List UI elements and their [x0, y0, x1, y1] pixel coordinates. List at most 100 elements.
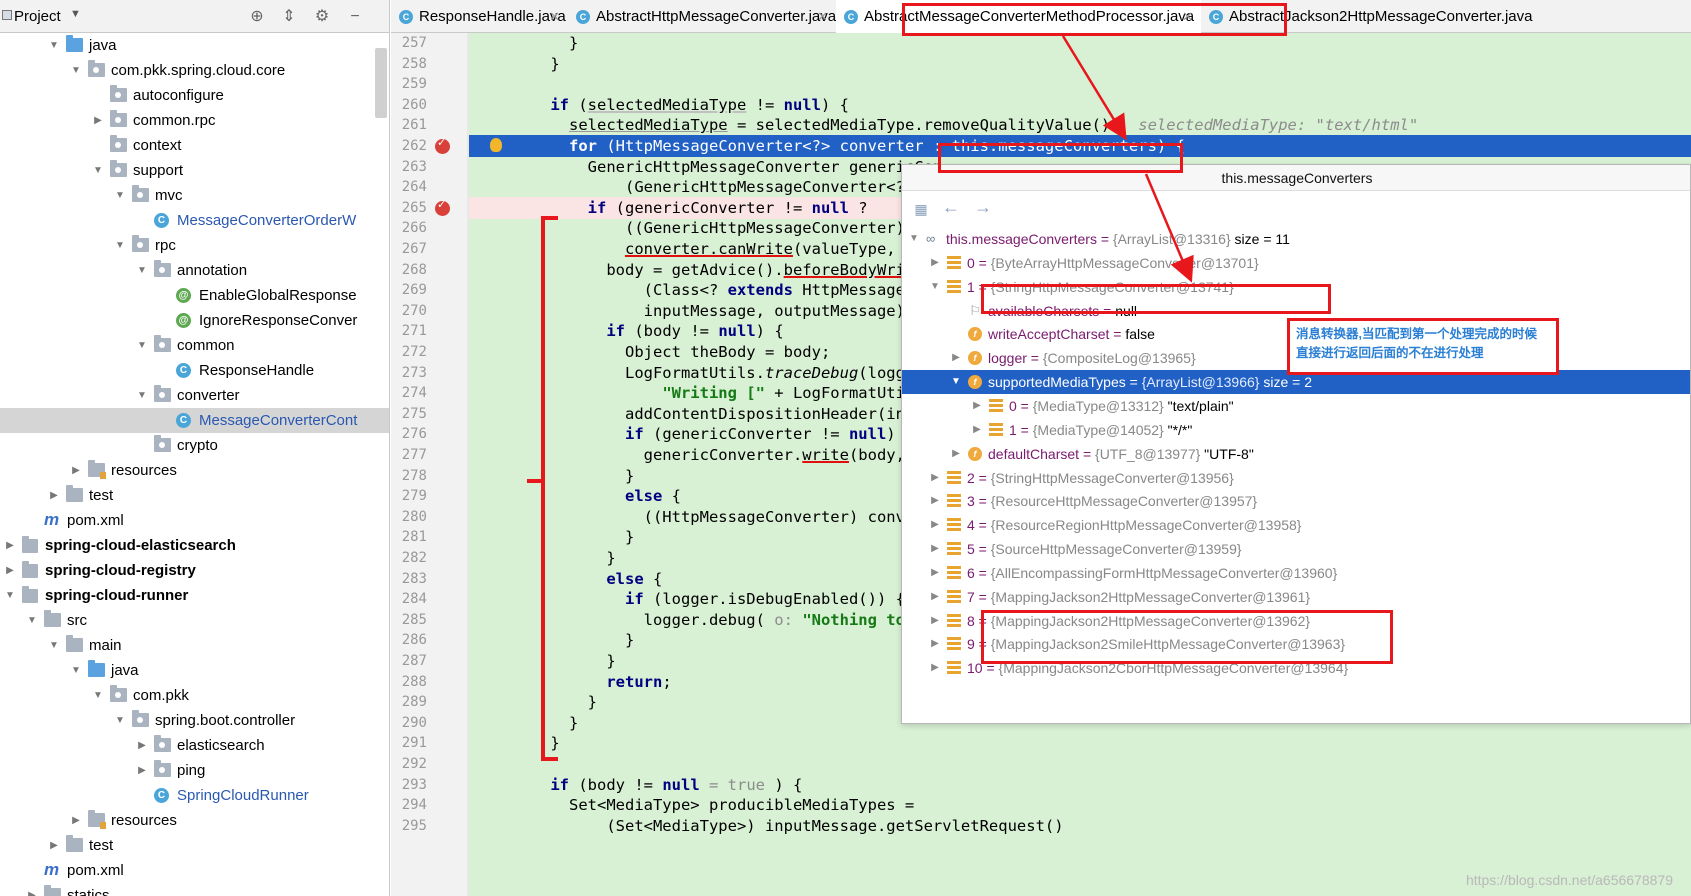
expand-open-icon[interactable]: ▼: [115, 190, 125, 201]
code-line[interactable]: (Set<MediaType>) inputMessage.getServlet…: [469, 815, 1691, 837]
expand-closed-icon[interactable]: ▶: [931, 590, 939, 602]
tree-item[interactable]: @IgnoreResponseConver: [0, 308, 389, 333]
expand-open-icon[interactable]: ▼: [27, 615, 37, 626]
code-line[interactable]: }: [469, 53, 1691, 75]
expand-closed-icon[interactable]: ▶: [952, 352, 960, 364]
expand-open-icon[interactable]: ▼: [49, 640, 59, 651]
variable-inspector-popup[interactable]: this.messageConverters ▦ ← → ▼∞this.mess…: [901, 164, 1691, 724]
collapse-icon[interactable]: ⇕: [282, 8, 296, 25]
variable-row[interactable]: ▶9 = {MappingJackson2SmileHttpMessageCon…: [902, 632, 1690, 656]
tree-item[interactable]: ▼src: [0, 608, 389, 633]
code-line[interactable]: [469, 753, 1691, 775]
code-line[interactable]: [469, 73, 1691, 95]
code-line[interactable]: if (genericConverter != null) {: [469, 423, 1691, 445]
tree-item[interactable]: autoconfigure: [0, 83, 389, 108]
expand-closed-icon[interactable]: ▶: [50, 490, 58, 501]
code-line[interactable]: }: [469, 465, 1691, 487]
expand-closed-icon[interactable]: ▶: [6, 540, 14, 551]
tree-item[interactable]: ▼com.pkk.spring.cloud.core: [0, 58, 389, 83]
tree-item[interactable]: ▼java: [0, 658, 389, 683]
tree-item[interactable]: ▼java: [0, 33, 389, 58]
expand-open-icon[interactable]: ▼: [909, 233, 919, 244]
tree-item[interactable]: ▼spring.boot.controller: [0, 708, 389, 733]
gear-icon[interactable]: ⚙: [314, 8, 330, 25]
code-line[interactable]: inputMessage, outputMessage);: [469, 300, 1691, 322]
expand-closed-icon[interactable]: ▶: [94, 115, 102, 126]
code-line[interactable]: }: [469, 650, 1691, 672]
expand-closed-icon[interactable]: ▶: [931, 256, 939, 268]
expand-closed-icon[interactable]: ▶: [931, 471, 939, 483]
tree-item[interactable]: ▼annotation: [0, 258, 389, 283]
tree-item[interactable]: @EnableGlobalResponse: [0, 283, 389, 308]
code-line[interactable]: else {: [469, 485, 1691, 507]
variable-row[interactable]: ▶8 = {MappingJackson2HttpMessageConverte…: [902, 609, 1690, 633]
code-line[interactable]: }: [469, 547, 1691, 569]
project-title[interactable]: Project: [14, 8, 61, 25]
expand-open-icon[interactable]: ▼: [49, 40, 59, 51]
expand-open-icon[interactable]: ▼: [115, 240, 125, 251]
back-arrow-icon[interactable]: ←: [942, 197, 960, 217]
minus-icon[interactable]: −: [350, 8, 360, 25]
tree-item[interactable]: ▼converter: [0, 383, 389, 408]
variable-row[interactable]: ⚐availableCharsets = null: [902, 299, 1690, 323]
tree-item[interactable]: ▶resources: [0, 808, 389, 833]
expression-icon[interactable]: ▦: [914, 201, 928, 217]
expand-closed-icon[interactable]: ▶: [28, 890, 36, 896]
expand-open-icon[interactable]: ▼: [951, 376, 961, 388]
variable-row[interactable]: ▼∞this.messageConverters = {ArrayList@13…: [902, 227, 1690, 251]
breakpoint-icon[interactable]: [435, 198, 450, 216]
code-line[interactable]: return;: [469, 671, 1691, 693]
expand-closed-icon[interactable]: ▶: [931, 543, 939, 555]
expand-open-icon[interactable]: ▼: [71, 65, 81, 76]
tree-item[interactable]: ▶test: [0, 483, 389, 508]
expand-closed-icon[interactable]: ▶: [931, 614, 939, 626]
variable-row[interactable]: ▶0 = {MediaType@13312} "text/plain": [902, 394, 1690, 418]
expand-open-icon[interactable]: ▼: [93, 165, 103, 176]
variable-row[interactable]: ▶10 = {MappingJackson2CborHttpMessageCon…: [902, 656, 1690, 680]
expand-closed-icon[interactable]: ▶: [931, 638, 939, 650]
tree-item[interactable]: ▼common: [0, 333, 389, 358]
variable-row[interactable]: ▼1 = {StringHttpMessageConverter@13741}: [902, 275, 1690, 299]
tree-item[interactable]: ▶test: [0, 833, 389, 858]
expand-closed-icon[interactable]: ▶: [931, 662, 939, 674]
tree-item[interactable]: ▶statics: [0, 883, 389, 896]
tree-item[interactable]: ▼spring-cloud-runner: [0, 583, 389, 608]
expand-open-icon[interactable]: ▼: [137, 340, 147, 351]
variable-row[interactable]: ▶1 = {MediaType@14052} "*/*": [902, 418, 1690, 442]
tree-item[interactable]: ▶spring-cloud-registry: [0, 558, 389, 583]
variable-row[interactable]: ▶5 = {SourceHttpMessageConverter@13959}: [902, 537, 1690, 561]
code-line[interactable]: addContentDispositionHeader(inputM: [469, 403, 1691, 425]
tree-item[interactable]: ▼mvc: [0, 183, 389, 208]
code-line[interactable]: }: [469, 526, 1691, 548]
code-line[interactable]: body = getAdvice().beforeBodyWrite(b: [469, 259, 1691, 281]
tree-item[interactable]: context: [0, 133, 389, 158]
expand-open-icon[interactable]: ▼: [137, 265, 147, 276]
expand-closed-icon[interactable]: ▶: [973, 399, 981, 411]
tree-item[interactable]: ▼main: [0, 633, 389, 658]
expand-closed-icon[interactable]: ▶: [138, 740, 146, 751]
code-line[interactable]: if (logger.isDebugEnabled()) {: [469, 588, 1691, 610]
crosshair-icon[interactable]: ⊕: [250, 8, 264, 25]
code-line[interactable]: if (selectedMediaType != null) {: [469, 94, 1691, 116]
expand-closed-icon[interactable]: ▶: [72, 465, 80, 476]
chevron-down-icon[interactable]: ▼: [70, 8, 81, 20]
variable-row[interactable]: ▶2 = {StringHttpMessageConverter@13956}: [902, 466, 1690, 490]
tree-item[interactable]: ▼com.pkk: [0, 683, 389, 708]
code-line[interactable]: if (body != null = true ) {: [469, 774, 1691, 796]
variable-row[interactable]: ▶0 = {ByteArrayHttpMessageConverter@1370…: [902, 251, 1690, 275]
close-icon[interactable]: ✕: [817, 9, 828, 24]
expand-closed-icon[interactable]: ▶: [973, 423, 981, 435]
tree-item[interactable]: ▼rpc: [0, 233, 389, 258]
execution-line[interactable]: for (HttpMessageConverter<?> converter :…: [469, 135, 1691, 157]
